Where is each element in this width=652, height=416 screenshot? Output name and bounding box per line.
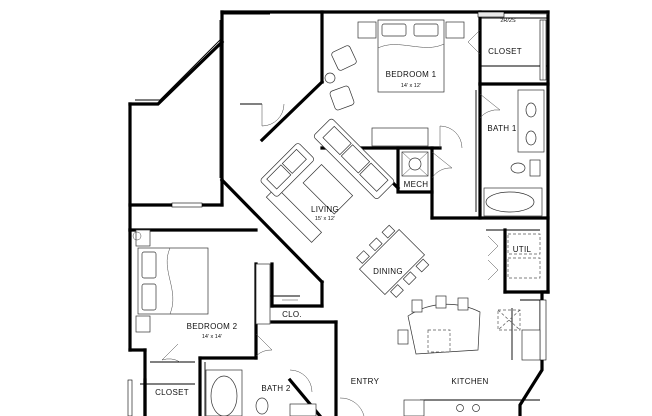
closet2-label: CLOSET (155, 388, 189, 397)
mech-label: MECH (404, 180, 429, 189)
dining-label: DINING (373, 267, 403, 276)
sofa-upper (260, 143, 314, 197)
interior-lines (135, 13, 548, 416)
bedroom2-furniture (132, 229, 271, 333)
bath2-label: BATH 2 (261, 384, 290, 393)
util-label: UTIL (513, 245, 532, 254)
util-fixtures (507, 233, 541, 279)
dining-furniture (356, 224, 430, 298)
kitchen-label: KITCHEN (451, 377, 488, 386)
bedroom2-label: BEDROOM 2 (187, 322, 238, 331)
closet1-label: CLOSET (488, 47, 522, 56)
room-labels: BEDROOM 1 14’ x 12’ BATH 1 CLOSET 2R/2S … (155, 18, 531, 397)
kitchen-island (397, 295, 541, 416)
bath2-fixtures (205, 369, 317, 416)
clo-label: CLO. (282, 310, 302, 319)
windows (127, 11, 548, 416)
entry-label: ENTRY (351, 377, 380, 386)
bath1-label: BATH 1 (487, 124, 516, 133)
living-dimensions: 15’ x 12’ (315, 216, 335, 222)
bedroom1-label: BEDROOM 1 (386, 70, 437, 79)
living-label: LIVING (311, 205, 339, 214)
walls (128, 10, 550, 416)
living-furniture (265, 118, 395, 243)
shelf-tag: 2R/2S (500, 18, 516, 24)
bedroom1-furniture (324, 19, 465, 147)
bedroom2-dimensions: 14’ x 14’ (202, 334, 222, 340)
doors (161, 29, 501, 416)
bath1-fixtures (401, 89, 545, 217)
bedroom1-dimensions: 14’ x 12’ (401, 83, 421, 89)
